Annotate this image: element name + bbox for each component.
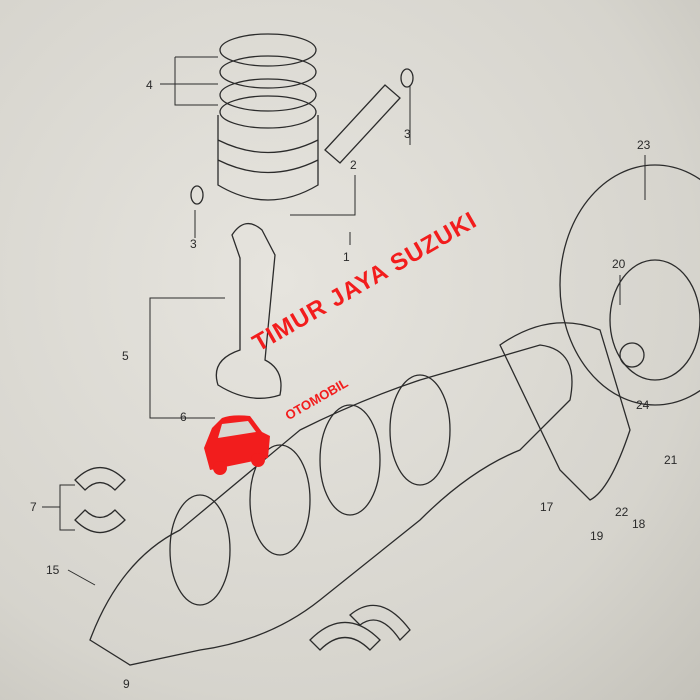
callout-label: 23	[637, 138, 651, 152]
callout-label: 19	[590, 529, 604, 543]
callout-label: 24	[636, 398, 650, 412]
callout-label: 22	[615, 505, 629, 519]
leader-lines	[42, 56, 646, 586]
callout-label: 21	[664, 453, 678, 467]
circlip	[190, 185, 204, 205]
callout-label: 17	[540, 500, 554, 514]
circlip	[400, 68, 414, 88]
callout-label: 18	[632, 517, 646, 531]
car-icon	[204, 415, 270, 475]
flywheel	[559, 164, 700, 406]
callout-label: 15	[46, 563, 60, 577]
callout-label: 2	[350, 158, 357, 172]
callout-label: 3	[404, 127, 411, 141]
callout-label: 3	[190, 237, 197, 251]
piston	[217, 115, 319, 201]
callout-label: 9	[123, 677, 130, 691]
connecting-rod	[215, 223, 282, 399]
callout-label: 6	[180, 410, 187, 424]
callout-label: 4	[146, 78, 153, 92]
callout-label: 20	[612, 257, 626, 271]
oil-seal-housing	[499, 322, 631, 501]
piston-pin	[324, 84, 401, 164]
bearing-halves	[74, 466, 126, 534]
crankshaft	[89, 344, 573, 666]
piston-rings	[219, 33, 317, 129]
callout-label: 7	[30, 500, 37, 514]
thrust-washers	[309, 604, 411, 651]
callout-label: 1	[343, 250, 350, 264]
callout-label: 5	[122, 349, 129, 363]
